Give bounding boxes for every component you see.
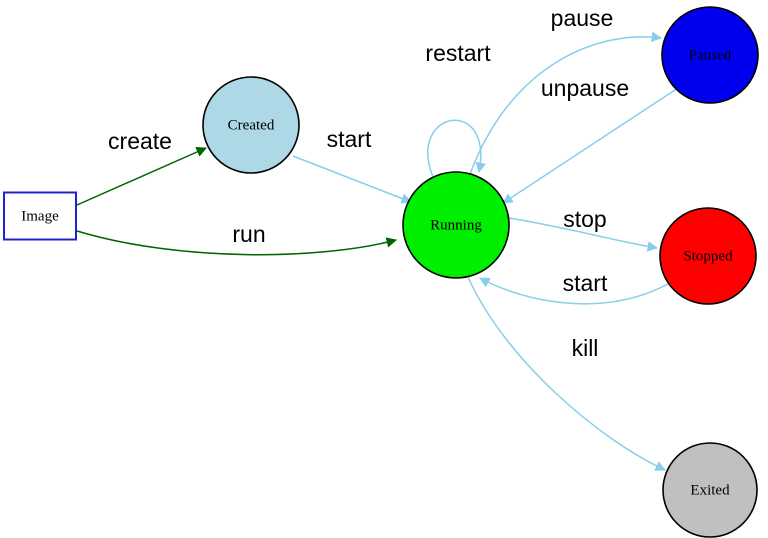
edge-kill[interactable]	[467, 276, 666, 471]
node-image-rect[interactable]	[3, 191, 77, 241]
node-image[interactable]: Image	[3, 191, 77, 241]
node-stopped-circle[interactable]	[659, 207, 757, 305]
node-created[interactable]: Created	[202, 76, 300, 174]
edge-stop[interactable]	[508, 217, 659, 252]
edge-label-kill: kill	[572, 335, 599, 361]
edge-pause-hitarea[interactable]	[470, 37, 661, 174]
edge-create[interactable]	[76, 147, 207, 206]
edge-unpause[interactable]	[502, 87, 679, 204]
edge-create-hitarea[interactable]	[77, 148, 206, 205]
edge-labels-layer: create run start restart pause unpause s…	[108, 5, 629, 361]
edge-start-created-hitarea[interactable]	[293, 156, 411, 202]
edge-start-created-path	[292, 155, 412, 204]
edge-pause-path	[469, 31, 663, 175]
edge-pause[interactable]	[469, 31, 663, 175]
edges-layer	[76, 31, 679, 471]
edge-label-restart: restart	[425, 40, 491, 66]
node-exited[interactable]: Exited	[662, 442, 758, 538]
edge-stop-path	[508, 217, 659, 252]
edge-unpause-path	[502, 87, 679, 204]
edge-run-path	[76, 230, 398, 256]
edge-label-create: create	[108, 128, 172, 154]
edge-run[interactable]	[76, 230, 398, 256]
edge-label-start-created: start	[327, 126, 372, 152]
node-exited-circle[interactable]	[662, 442, 758, 538]
edge-label-start-stopped: start	[563, 270, 608, 296]
node-stopped[interactable]: Stopped	[659, 207, 757, 305]
edge-label-pause: pause	[551, 5, 614, 31]
node-running[interactable]: Running	[402, 171, 510, 279]
node-paused-circle[interactable]	[661, 6, 759, 104]
edge-start-created[interactable]	[292, 155, 412, 204]
edge-restart[interactable]	[427, 119, 486, 178]
node-paused[interactable]: Paused	[661, 6, 759, 104]
edge-label-unpause: unpause	[541, 75, 629, 101]
edge-create-path	[76, 147, 207, 206]
edge-start-stopped[interactable]	[479, 277, 669, 305]
edge-label-stop: stop	[563, 206, 606, 232]
node-running-circle[interactable]	[402, 171, 510, 279]
node-created-circle[interactable]	[202, 76, 300, 174]
edge-label-run: run	[232, 221, 265, 247]
edge-start-stopped-path	[479, 277, 669, 305]
edge-kill-path	[467, 276, 666, 471]
edge-unpause-hitarea[interactable]	[503, 88, 678, 203]
edge-restart-path	[427, 119, 486, 178]
